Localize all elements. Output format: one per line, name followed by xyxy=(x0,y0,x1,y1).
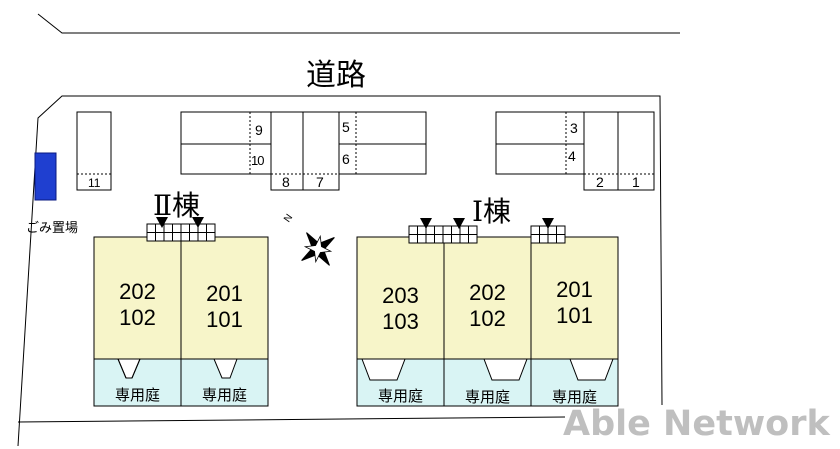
building-2-label: Ⅱ棟 xyxy=(153,189,201,222)
unit-upper: 203 xyxy=(382,283,419,308)
unit-upper: 202 xyxy=(469,280,506,305)
building-1 xyxy=(356,236,619,407)
b2-garden-2 xyxy=(180,358,269,407)
b1-unit-1-number: 203 103 xyxy=(357,283,444,335)
parking-number-9: 9 xyxy=(255,122,263,138)
unit-lower: 102 xyxy=(119,305,156,330)
b2-unit-1 xyxy=(93,236,182,360)
b1-unit-3-number: 201 101 xyxy=(531,277,618,329)
unit-lower: 101 xyxy=(556,303,593,328)
b1-unit-1 xyxy=(356,236,445,360)
meter-grids xyxy=(146,223,566,244)
entrance-arrows xyxy=(156,217,554,229)
parking-number-7: 7 xyxy=(316,174,324,190)
unit-lower: 102 xyxy=(469,306,506,331)
unit-lower: 103 xyxy=(382,309,419,334)
parking-slot-8 xyxy=(270,111,304,191)
parking-slot-11 xyxy=(76,111,112,191)
parking-slot-5 xyxy=(338,111,427,145)
meter-grid-b2 xyxy=(146,223,216,242)
parking-slot-1 xyxy=(617,111,655,191)
road-far-edge xyxy=(37,13,680,34)
parking-slot-6 xyxy=(338,143,427,175)
unit-upper: 201 xyxy=(556,277,593,302)
b2-garden-2-label: 専用庭 xyxy=(201,386,247,404)
building-2 xyxy=(93,236,269,407)
b2-unit-2-number: 201 101 xyxy=(181,281,268,333)
parking-slot-4 xyxy=(495,143,585,175)
parking-number-4: 4 xyxy=(568,148,576,164)
b2-unit-1-number: 202 102 xyxy=(94,279,181,331)
b1-garden-3-label: 専用庭 xyxy=(551,388,597,406)
b1-garden-2-label: 専用庭 xyxy=(464,388,510,406)
parking-number-5: 5 xyxy=(342,119,350,135)
garbage-label: ごみ置場 xyxy=(26,221,79,236)
parking-number-11: 11 xyxy=(88,176,101,190)
b1-unit-2 xyxy=(443,236,532,360)
building-1-label: Ⅰ棟 xyxy=(472,195,512,228)
watermark: Able Network xyxy=(563,404,830,444)
parking-right xyxy=(495,111,655,191)
garbage-area xyxy=(34,152,57,201)
parking-number-8: 8 xyxy=(282,174,290,190)
compass-rose xyxy=(301,232,335,266)
parking-number-2: 2 xyxy=(596,174,604,190)
meter-grid-b1-a xyxy=(408,225,478,244)
road-label: 道路 xyxy=(306,58,366,93)
parking-slot-2 xyxy=(583,111,619,191)
site-front-edge xyxy=(17,416,566,423)
parking-number-6: 6 xyxy=(342,151,350,167)
unit-upper: 201 xyxy=(206,281,243,306)
b1-garden-1-label: 専用庭 xyxy=(377,387,423,405)
parking-number-1: 1 xyxy=(632,174,640,190)
b1-unit-3 xyxy=(530,236,619,360)
parking-left xyxy=(76,111,427,191)
b1-unit-2-number: 202 102 xyxy=(444,280,531,332)
parking-number-10: 10 xyxy=(251,153,265,168)
parking-slot-10 xyxy=(180,143,272,175)
unit-upper: 202 xyxy=(119,279,156,304)
b2-garden-1-label: 専用庭 xyxy=(114,386,160,404)
b2-unit-2 xyxy=(180,236,269,360)
parking-number-3: 3 xyxy=(570,120,578,136)
unit-lower: 101 xyxy=(206,307,243,332)
